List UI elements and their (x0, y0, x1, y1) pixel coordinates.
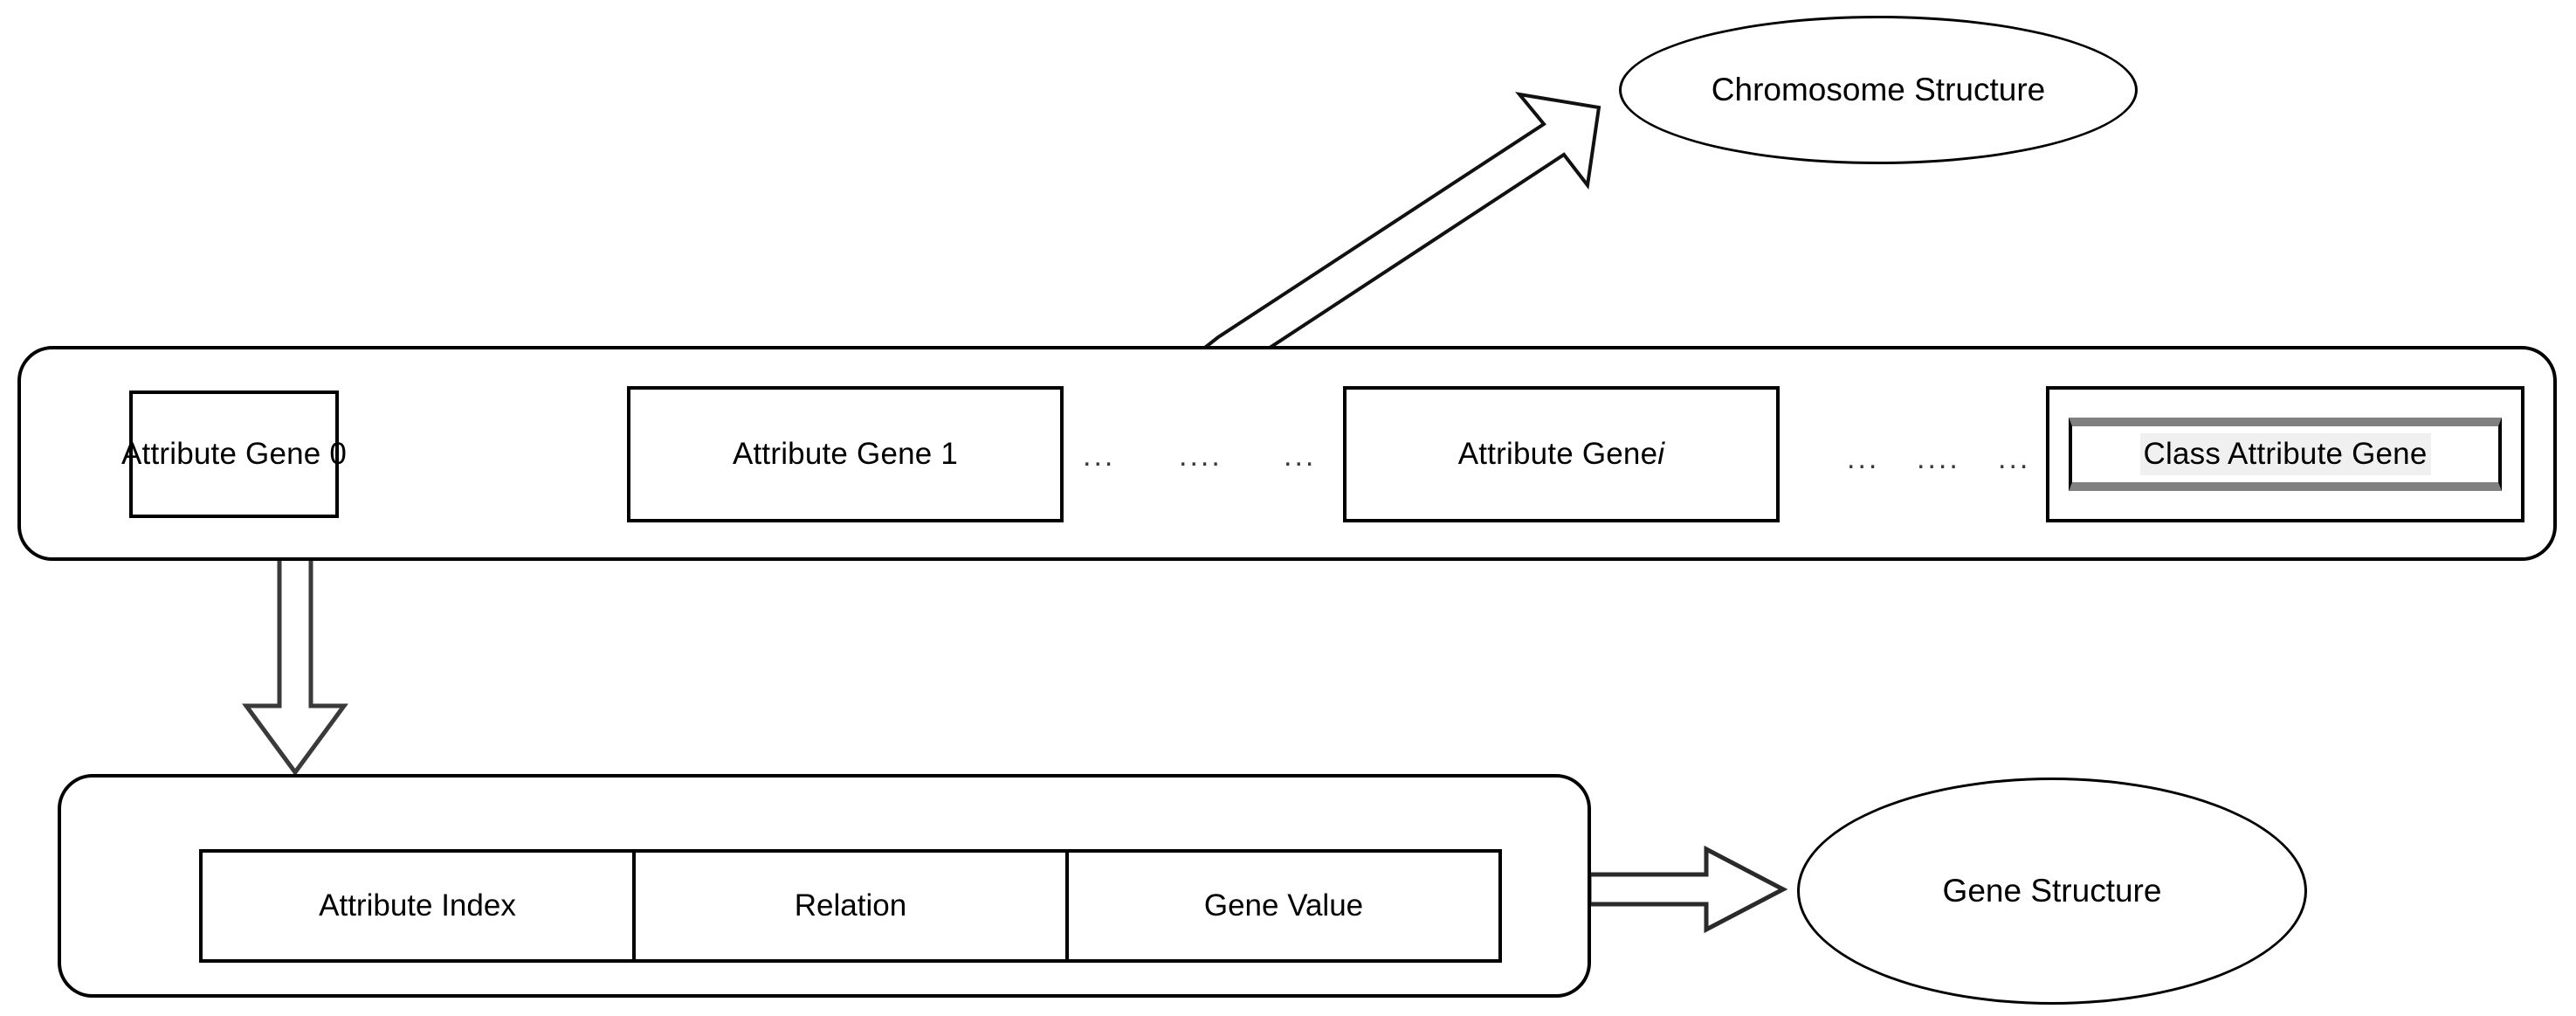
ellipsis-3: ... (1284, 439, 1317, 473)
chromosome-structure-label: Chromosome Structure (1711, 72, 2046, 107)
attribute-index-label: Attribute Index (319, 888, 516, 923)
gene-expand-arrow (242, 532, 348, 777)
attribute-gene-i-label: Attribute Gene (1457, 437, 1658, 471)
attribute-gene-i-index: i (1657, 437, 1665, 471)
chromosome-structure-callout: Chromosome Structure (1619, 16, 2138, 164)
relation-cell[interactable]: Relation (632, 849, 1069, 963)
ellipsis-1: ... (1083, 439, 1116, 473)
attribute-gene-1-box[interactable]: Attribute Gene 1 (627, 386, 1064, 522)
attribute-index-cell[interactable]: Attribute Index (199, 849, 636, 963)
gene-value-label: Gene Value (1203, 888, 1364, 923)
gene-structure-label: Gene Structure (1942, 873, 2162, 909)
attribute-gene-i-box[interactable]: Attribute Gene i (1343, 386, 1780, 522)
class-attribute-gene-inner-frame: Class Attribute Gene (2069, 418, 2502, 491)
gene-value-cell[interactable]: Gene Value (1065, 849, 1502, 963)
attribute-gene-0-label: Attribute Gene 0 (121, 437, 348, 471)
ellipsis-4: ... (1847, 442, 1880, 475)
gene-callout-arrow (1587, 845, 1788, 934)
chromosome-callout-arrow (1185, 92, 1601, 370)
ellipsis-2: .... (1179, 439, 1223, 473)
attribute-gene-1-label: Attribute Gene 1 (732, 437, 959, 471)
ellipsis-5: .... (1917, 442, 1960, 475)
attribute-gene-0-box[interactable]: Attribute Gene 0 (121, 391, 347, 518)
gene-structure-callout: Gene Structure (1797, 778, 2307, 1005)
class-attribute-gene-label: Class Attribute Gene (2139, 433, 2431, 475)
class-attribute-gene-box[interactable]: Class Attribute Gene (2046, 386, 2524, 522)
relation-label: Relation (794, 888, 907, 923)
ellipsis-6: ... (1998, 442, 2031, 475)
